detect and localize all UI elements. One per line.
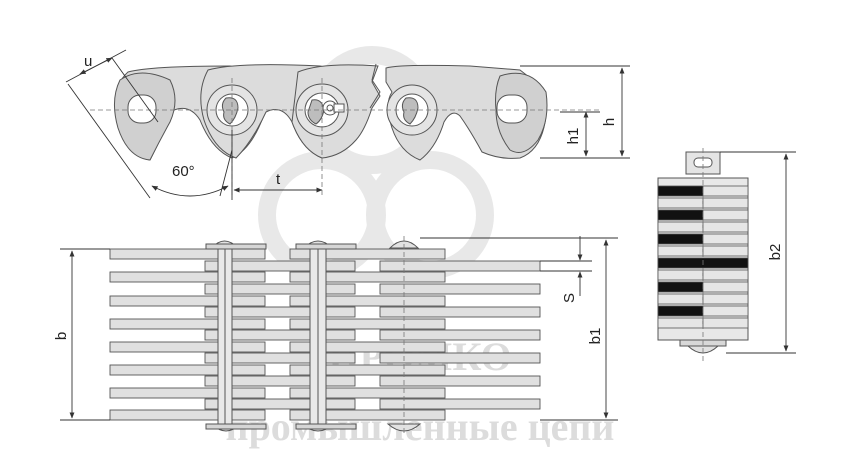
pin-2 — [307, 99, 325, 125]
label-h: h — [601, 118, 618, 126]
label-b1: b1 — [587, 328, 604, 345]
hole-right — [496, 94, 528, 124]
end-view — [657, 148, 749, 362]
break-line — [369, 63, 381, 109]
dim-u — [65, 49, 159, 199]
pin-1 — [221, 97, 239, 125]
label-b: b — [53, 332, 70, 340]
label-u: u — [84, 53, 92, 70]
label-b2: b2 — [767, 244, 784, 261]
dim-h — [520, 65, 630, 159]
dim-b — [60, 248, 110, 421]
dim-b1 — [420, 236, 618, 421]
dim-b2 — [720, 151, 796, 354]
label-angle: 60° — [172, 163, 195, 180]
top-view — [109, 236, 541, 436]
end-view-plates — [657, 185, 749, 329]
pin-3 — [401, 97, 419, 125]
dim-angle — [151, 130, 233, 200]
hole-left — [127, 94, 157, 124]
cotter-pin — [322, 100, 345, 116]
side-view — [90, 63, 600, 195]
pin-head-bot-3 — [386, 423, 422, 432]
label-h1: h1 — [565, 128, 582, 145]
plate-stack — [109, 248, 541, 421]
label-t: t — [276, 171, 281, 188]
label-S: S — [561, 293, 578, 303]
